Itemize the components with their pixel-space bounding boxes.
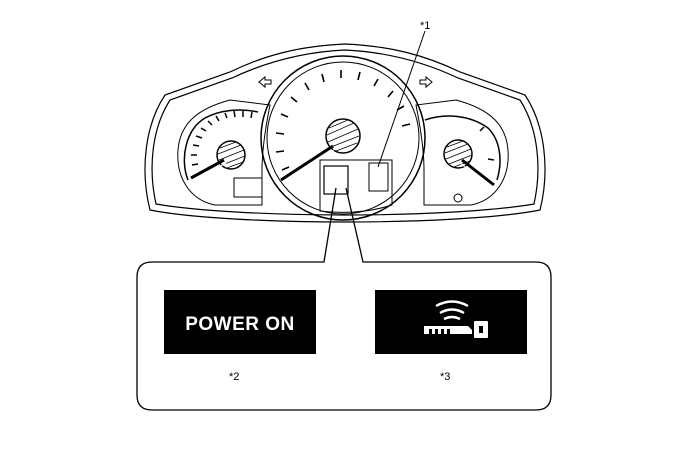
power-on-text: POWER ON <box>185 314 295 335</box>
magnified-view-frame <box>136 187 552 411</box>
right-gauge <box>415 99 509 206</box>
callout-1-label: *1 <box>420 20 431 32</box>
callout-3-label: *3 <box>440 371 451 383</box>
left-gauge-needle <box>190 158 225 180</box>
right-gauge-hub <box>443 139 473 169</box>
turn-signal-right-icon <box>419 75 433 89</box>
center-gauge-hub <box>325 118 361 154</box>
callout-1-leader <box>377 30 426 168</box>
center-multi-display <box>319 159 393 213</box>
cluster-housing <box>144 43 546 223</box>
key-display <box>375 290 527 354</box>
smart-key-signal-icon <box>424 300 488 338</box>
callout-2-label: *2 <box>229 371 240 383</box>
power-on-display <box>164 290 316 354</box>
center-gauge-needle <box>280 144 334 182</box>
left-gauge <box>177 99 271 206</box>
left-gauge-hub <box>216 140 246 170</box>
left-gauge-display <box>233 177 263 198</box>
left-gauge-ticks <box>191 110 253 166</box>
center-gauge-ticks <box>275 70 411 171</box>
right-gauge-indicator <box>453 193 463 203</box>
right-gauge-needle <box>461 158 495 187</box>
center-gauge <box>260 55 426 221</box>
turn-signal-left-icon <box>258 75 272 89</box>
